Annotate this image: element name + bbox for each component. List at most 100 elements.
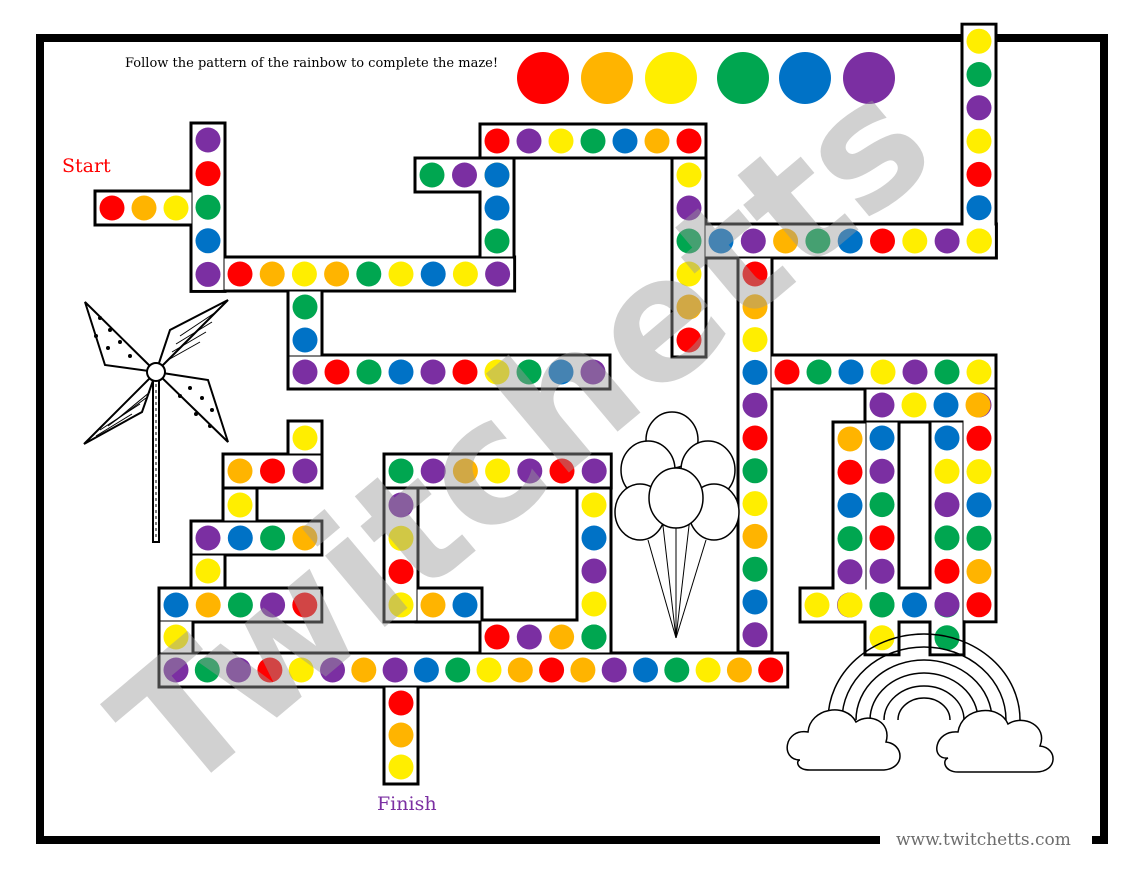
maze-dot[interactable]	[966, 195, 992, 221]
maze-dot[interactable]	[742, 556, 768, 582]
maze-dot[interactable]	[742, 622, 768, 648]
maze-dot[interactable]	[195, 558, 221, 584]
maze-dot[interactable]	[676, 162, 702, 188]
maze-dot[interactable]	[163, 624, 189, 650]
maze-dot[interactable]	[292, 359, 318, 385]
maze-dot[interactable]	[388, 492, 414, 518]
maze-dot[interactable]	[966, 62, 992, 87]
maze-dot[interactable]	[966, 592, 992, 618]
maze-dot[interactable]	[292, 425, 318, 451]
maze-dot[interactable]	[933, 392, 959, 418]
maze-dot[interactable]	[902, 592, 927, 618]
maze-dot[interactable]	[742, 294, 768, 320]
maze-dot[interactable]	[507, 657, 533, 683]
maze-dot[interactable]	[291, 261, 317, 287]
maze-dot[interactable]	[934, 558, 960, 584]
maze-dot[interactable]	[676, 228, 702, 254]
maze-dot[interactable]	[837, 526, 863, 552]
maze-dot[interactable]	[805, 228, 831, 254]
maze-dot[interactable]	[452, 162, 477, 188]
maze-dot[interactable]	[612, 128, 638, 154]
maze-dot[interactable]	[966, 425, 992, 451]
maze-dot[interactable]	[260, 592, 286, 618]
maze-dot[interactable]	[195, 194, 221, 220]
maze-dot[interactable]	[774, 359, 800, 385]
maze-dot[interactable]	[742, 589, 768, 615]
maze-dot[interactable]	[388, 261, 414, 287]
maze-dot[interactable]	[517, 458, 543, 484]
maze-dot[interactable]	[548, 128, 574, 154]
maze-dot[interactable]	[388, 754, 414, 780]
maze-dot[interactable]	[320, 657, 345, 683]
maze-dot[interactable]	[934, 228, 960, 254]
maze-dot[interactable]	[869, 458, 895, 484]
maze-dot[interactable]	[581, 591, 607, 617]
maze-dot[interactable]	[934, 458, 960, 484]
maze-dot[interactable]	[708, 228, 734, 254]
maze-dot[interactable]	[758, 657, 784, 683]
maze-dot[interactable]	[902, 228, 928, 254]
maze-dot[interactable]	[869, 592, 895, 617]
maze-dot[interactable]	[581, 458, 607, 484]
maze-dot[interactable]	[324, 359, 350, 385]
maze-dot[interactable]	[388, 592, 414, 618]
maze-dot[interactable]	[870, 228, 895, 254]
maze-dot[interactable]	[934, 625, 960, 651]
maze-dot[interactable]	[445, 657, 471, 683]
maze-dot[interactable]	[581, 558, 607, 584]
maze-dot[interactable]	[838, 359, 864, 385]
maze-dot[interactable]	[644, 128, 670, 154]
maze-dot[interactable]	[484, 228, 510, 254]
maze-dot[interactable]	[601, 657, 627, 683]
maze-dot[interactable]	[195, 127, 221, 153]
maze-dot[interactable]	[837, 426, 863, 452]
maze-dot[interactable]	[484, 162, 510, 188]
maze-dot[interactable]	[869, 558, 895, 584]
maze-dot[interactable]	[869, 625, 895, 651]
maze-dot[interactable]	[227, 592, 253, 618]
maze-dot[interactable]	[742, 458, 768, 484]
maze-dot[interactable]	[966, 228, 992, 254]
maze-dot[interactable]	[870, 359, 896, 385]
maze-dot[interactable]	[516, 128, 542, 154]
maze-dot[interactable]	[163, 657, 189, 683]
maze-dot[interactable]	[740, 228, 766, 254]
maze-dot[interactable]	[163, 592, 189, 618]
maze-dot[interactable]	[742, 425, 768, 451]
maze-dot[interactable]	[966, 559, 992, 584]
maze-dot[interactable]	[581, 492, 607, 518]
maze-dot[interactable]	[288, 657, 314, 683]
maze-dot[interactable]	[351, 657, 377, 683]
maze-dot[interactable]	[664, 657, 690, 683]
maze-dot[interactable]	[581, 624, 607, 650]
maze-dot[interactable]	[99, 195, 125, 221]
maze-dot[interactable]	[965, 392, 991, 418]
maze-dot[interactable]	[869, 525, 895, 551]
maze-dot[interactable]	[131, 195, 157, 221]
maze-dot[interactable]	[804, 592, 830, 618]
maze-dot[interactable]	[388, 722, 414, 748]
maze-dot[interactable]	[388, 525, 414, 551]
maze-dot[interactable]	[869, 425, 895, 451]
maze-dot[interactable]	[837, 492, 863, 518]
maze-dot[interactable]	[260, 458, 285, 484]
maze-dot[interactable]	[452, 359, 478, 385]
maze-dot[interactable]	[484, 624, 510, 650]
maze-dot[interactable]	[869, 492, 895, 518]
maze-dot[interactable]	[837, 228, 863, 254]
maze-dot[interactable]	[420, 458, 446, 484]
maze-dot[interactable]	[580, 359, 606, 385]
maze-dot[interactable]	[195, 261, 221, 287]
maze-dot[interactable]	[195, 592, 221, 618]
maze-dot[interactable]	[902, 359, 928, 385]
maze-dot[interactable]	[676, 327, 702, 353]
maze-dot[interactable]	[934, 359, 960, 385]
maze-dot[interactable]	[695, 657, 721, 683]
maze-dot[interactable]	[742, 327, 768, 353]
maze-dot[interactable]	[484, 128, 510, 154]
maze-dot[interactable]	[485, 261, 511, 287]
maze-dot[interactable]	[539, 657, 565, 683]
maze-dot[interactable]	[476, 657, 502, 683]
maze-dot[interactable]	[292, 525, 318, 551]
maze-dot[interactable]	[388, 690, 414, 716]
